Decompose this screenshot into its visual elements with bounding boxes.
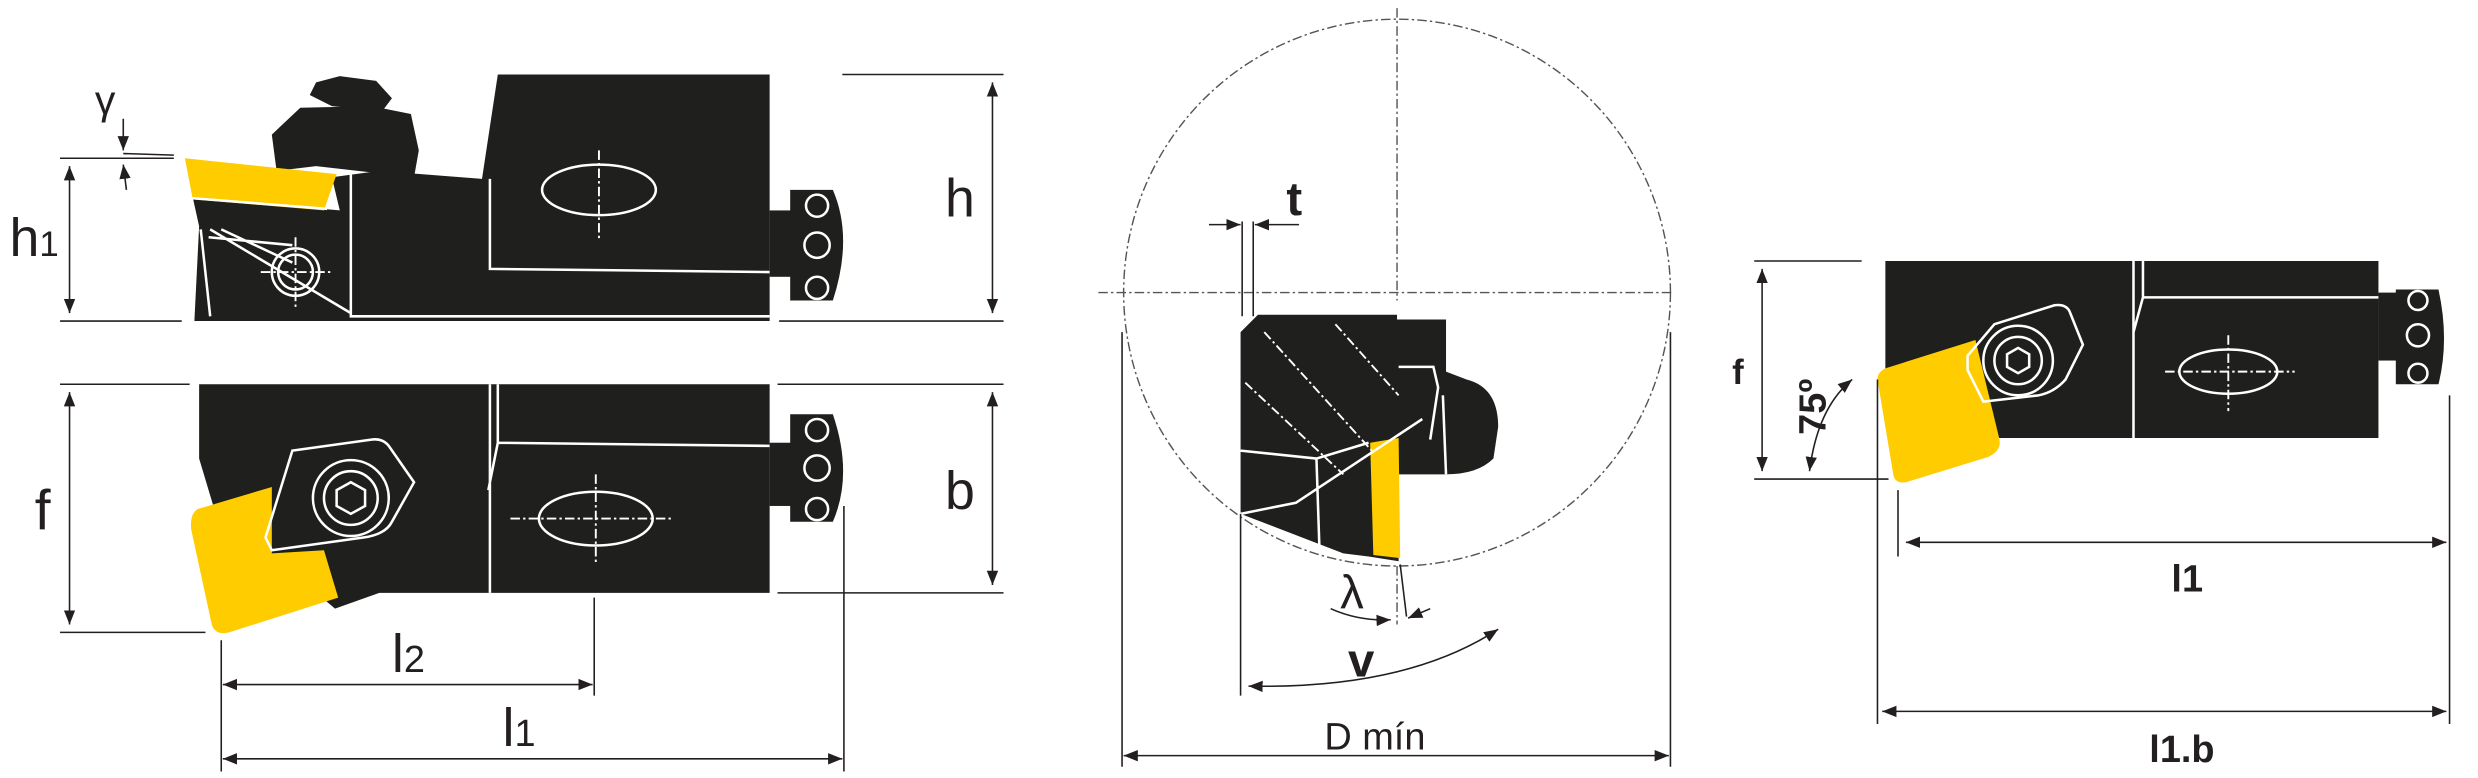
screw <box>311 458 391 538</box>
hex-socket-icon <box>335 480 367 516</box>
coolant-connector <box>2378 289 2445 385</box>
gamma-label: γ <box>95 77 116 123</box>
f-label: f <box>35 479 51 543</box>
top-view: f b l2 l1 <box>35 383 1004 772</box>
coolant-connector <box>769 414 844 522</box>
d-min-label: D mín <box>1324 716 1425 758</box>
clamp <box>1966 303 2085 403</box>
l1-label: l1 <box>2171 558 2203 600</box>
cutting-insert <box>184 158 337 211</box>
l2-label: l2 <box>392 624 425 684</box>
l1-label: l1 <box>503 698 536 758</box>
h-label: h <box>945 169 975 229</box>
b-label: b <box>945 461 975 521</box>
cutting-insert <box>1370 437 1401 559</box>
l1b-label: l1.b <box>2149 729 2214 771</box>
clamp <box>271 106 419 178</box>
angle-75-label: 75º <box>1792 379 1834 435</box>
right-view: f 75º l1 l1.b <box>1732 260 2451 771</box>
clamp <box>264 438 416 552</box>
side-view: γ h1 h <box>9 73 1004 322</box>
v-label: v <box>1348 635 1375 688</box>
holder-body <box>199 384 770 609</box>
cutting-insert <box>190 486 339 634</box>
screw <box>1982 324 2055 397</box>
coolant-connector <box>769 189 844 301</box>
lambda-label: λ <box>1340 567 1364 620</box>
clamp-top <box>309 76 392 111</box>
bore-view: t λ v D mín <box>1098 8 1673 767</box>
f-label: f <box>1732 354 1744 392</box>
holder-body <box>1885 260 2379 456</box>
t-label: t <box>1286 173 1302 226</box>
h1-label: h1 <box>9 208 58 268</box>
hex-socket-icon <box>2005 346 2031 375</box>
holder-body <box>1240 314 1499 562</box>
holder-body <box>192 74 770 322</box>
